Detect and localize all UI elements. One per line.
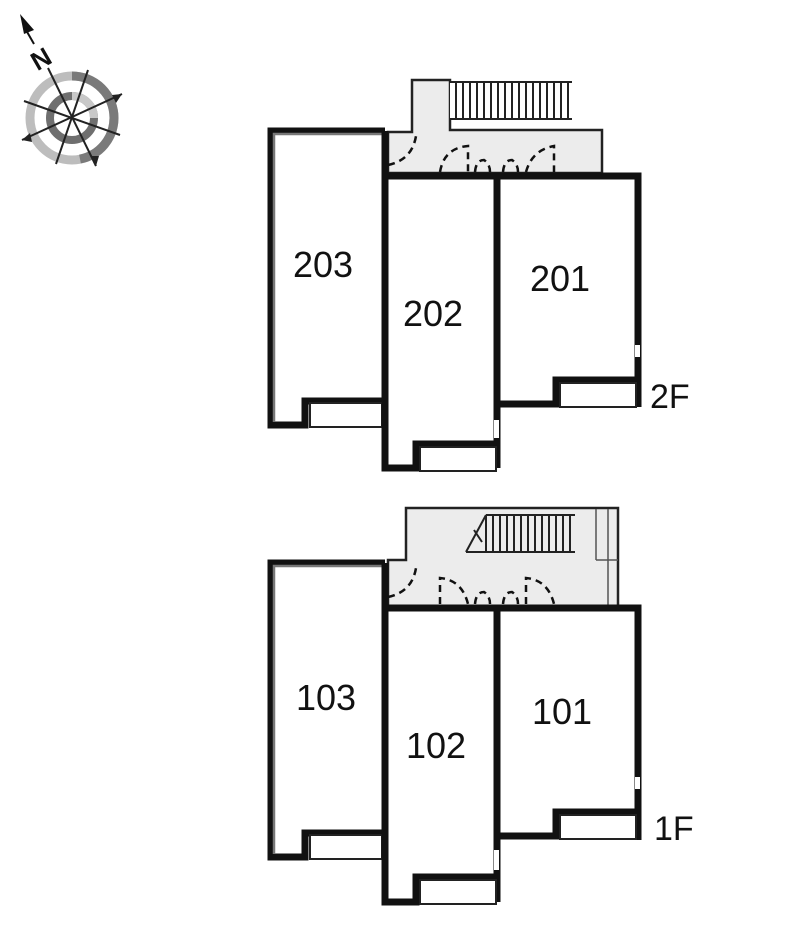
balcony-202: [419, 446, 497, 472]
unit-101-walls: [497, 604, 642, 840]
floor-2f: 203 202 201 2F: [267, 78, 690, 472]
window-202: [494, 420, 499, 438]
window-201: [635, 345, 640, 357]
door-102: [438, 576, 470, 605]
balcony-103: [309, 834, 383, 860]
window-102: [494, 850, 499, 870]
door-102-closet: [473, 590, 492, 605]
unit-label-101: 101: [532, 691, 592, 732]
balcony-203: [309, 402, 383, 428]
window-101: [635, 777, 640, 789]
unit-label-201: 201: [530, 258, 590, 299]
compass-rose-icon: N: [20, 14, 123, 167]
door-103: [387, 567, 418, 599]
floor-label-1f: 1F: [654, 810, 694, 848]
door-201-closet: [501, 158, 520, 173]
door-201: [524, 144, 556, 173]
balcony-102: [419, 879, 497, 905]
door-101: [524, 576, 556, 605]
floor-1f: 103 102 101 1F: [267, 506, 694, 906]
door-202: [438, 144, 470, 173]
staircase-2f: [450, 81, 572, 120]
staircase-1f: [465, 514, 575, 553]
door-101-closet: [501, 590, 520, 605]
unit-label-103: 103: [296, 677, 356, 718]
common-corridor-1f: [386, 506, 620, 608]
door-202-closet: [473, 158, 492, 173]
balcony-101: [559, 814, 637, 840]
door-203: [387, 135, 418, 167]
unit-label-102: 102: [406, 725, 466, 766]
floor-label-2f: 2F: [650, 378, 690, 416]
unit-201-walls: [497, 172, 642, 407]
unit-label-203: 203: [293, 244, 353, 285]
balcony-201: [559, 382, 637, 408]
unit-label-202: 202: [403, 293, 463, 334]
compass-north-label: N: [25, 41, 56, 76]
